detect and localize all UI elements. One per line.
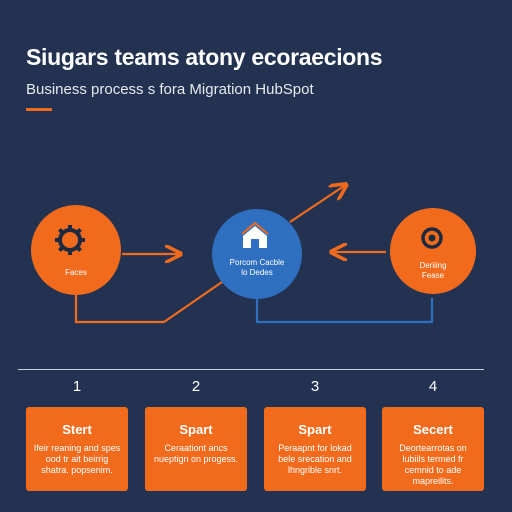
page-subtitle: Business process s fora Migration HubSpo… [26, 81, 314, 98]
step-number-2: 2 [191, 378, 201, 395]
connector-left-loop [74, 292, 164, 324]
node-right-label: Deriiing Fease [419, 261, 447, 280]
gear-icon [55, 225, 85, 255]
node-left-label: Faces [65, 268, 87, 277]
step-number-3: 3 [310, 378, 320, 395]
connector-blue-loop [255, 298, 434, 324]
connector-growth-arrow [163, 281, 223, 323]
steps-divider [18, 369, 484, 370]
step-card-4: Secert Deortearrotas on lubiils termed f… [382, 407, 484, 491]
step-card-1: Stert Ifeir reaning and spes ood tr ait … [26, 407, 128, 491]
connector-growth-arrow-upper [289, 186, 344, 223]
step-card-title: Spart [298, 422, 332, 437]
node-center-label: Porcom Cacble lo Dedes [229, 258, 285, 277]
step-card-title: Secert [413, 422, 453, 437]
step-card-body: Deortearrotas on lubiils termed fr cemni… [399, 443, 467, 486]
node-right-circle [390, 208, 476, 294]
step-card-title: Stert [62, 422, 92, 437]
step-card-body: Peraapnt for lokad bele srecation and lh… [278, 443, 352, 475]
home-icon [241, 221, 269, 248]
node-center-circle [212, 209, 302, 299]
step-card-body: Ceraationt ancs nueptign on progess. [153, 443, 239, 464]
step-card-3: Spart Peraapnt for lokad bele srecation … [264, 407, 366, 491]
cog-icon [421, 227, 443, 249]
title-accent-divider [26, 108, 52, 111]
page-title: Siugars teams atony ecoraecions [26, 44, 383, 70]
step-card-2: Spart Ceraationt ancs nueptign on proges… [145, 407, 247, 491]
step-number-4: 4 [428, 378, 438, 395]
step-number-1: 1 [72, 378, 82, 395]
step-card-body: Ifeir reaning and spes ood tr ait beirri… [33, 443, 121, 475]
step-card-title: Spart [179, 422, 213, 437]
